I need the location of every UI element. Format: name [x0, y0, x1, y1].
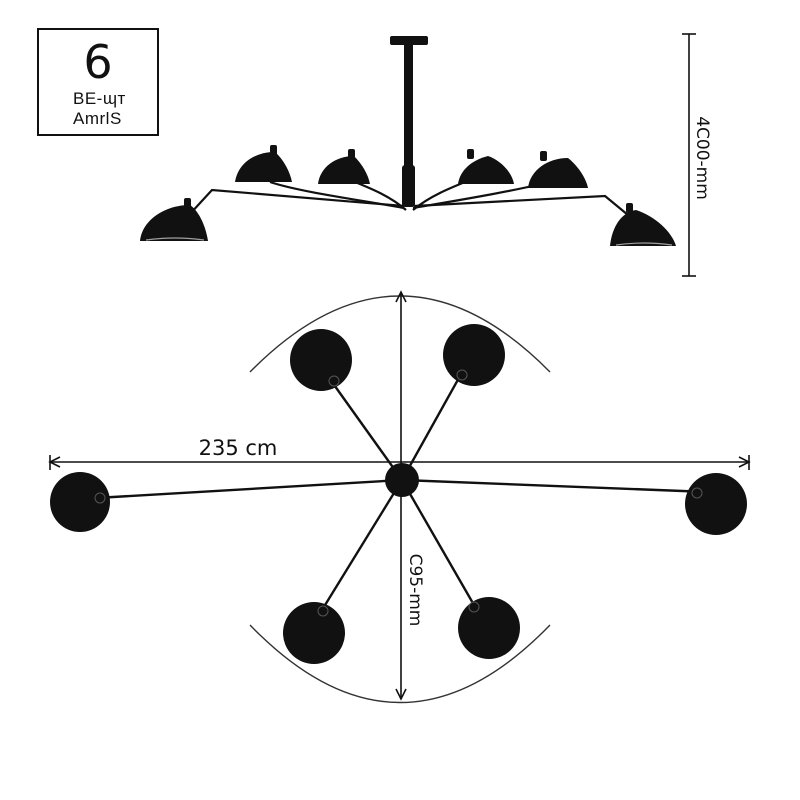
shade-top-upper-left: [290, 329, 352, 391]
shade-side-5: [528, 151, 588, 188]
height-dimension: [682, 33, 696, 277]
arc-top: [249, 295, 551, 373]
shade-top-left: [50, 472, 110, 532]
shade-top-right: [685, 473, 747, 535]
top-arm-lower-left: [320, 479, 404, 611]
span-label: 235 cm: [199, 436, 278, 460]
shade-side-3: [318, 149, 370, 184]
arm-left-mid: [269, 180, 405, 210]
shade-top-lower-left: [283, 602, 345, 664]
top-shades: [50, 324, 747, 664]
shade-side-1: [140, 198, 208, 241]
top-arm-left: [95, 478, 403, 500]
reach-arcs: [249, 295, 551, 704]
depth-label: C95-mm: [405, 554, 425, 627]
top-view: C95-mm 235 cm: [48, 290, 751, 704]
badge-text-line1: BE-ɰᴛ: [73, 89, 126, 108]
side-shades: [140, 145, 676, 246]
shade-side-2: [235, 145, 292, 182]
height-label: 4C00-mm: [692, 116, 712, 200]
shade-side-4: [458, 149, 514, 184]
shade-side-6: [610, 203, 676, 246]
shade-highlights: [94, 369, 703, 617]
arm-right-outer: [413, 194, 629, 216]
top-arms: [95, 375, 709, 611]
stem-rod: [404, 44, 413, 168]
arm-left-outer: [188, 188, 405, 216]
arms-count-number: 6: [83, 35, 113, 89]
top-arm-right: [401, 478, 709, 494]
shade-top-lower-right: [458, 597, 520, 659]
shade-top-upper-right: [443, 324, 505, 386]
top-arm-lower-right: [400, 479, 476, 606]
side-view: 4C00-mm: [140, 33, 712, 277]
stem-hub: [402, 165, 415, 207]
arc-bottom: [249, 624, 551, 704]
span-dimension: [48, 455, 751, 470]
arms-count-badge: 6 BE-ɰᴛ AmrlS: [37, 28, 159, 136]
badge-text-line2: AmrlS: [73, 109, 122, 128]
top-arm-upper-right: [400, 375, 462, 481]
top-hub: [385, 463, 419, 497]
ceiling-canopy: [390, 36, 428, 45]
top-arm-upper-left: [331, 381, 403, 481]
